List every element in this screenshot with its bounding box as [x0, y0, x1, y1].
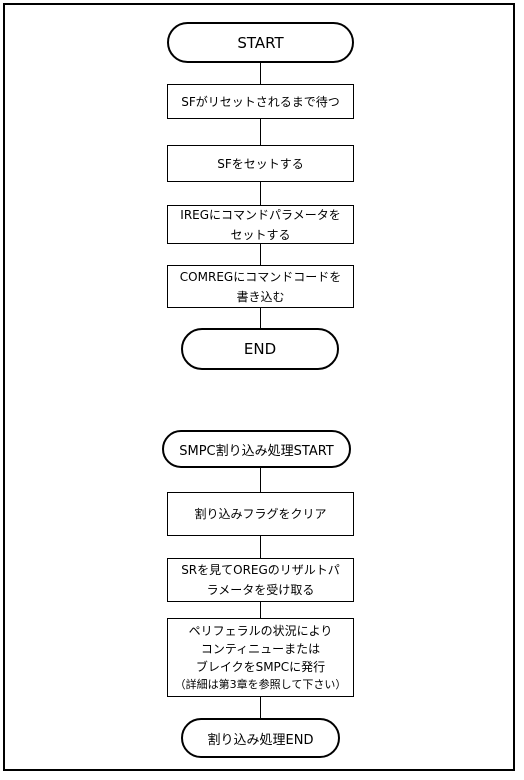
end-label: END — [243, 340, 277, 358]
process-wait-sf-reset-label: SFがリセットされるまで待つ — [181, 94, 340, 109]
connector-f2-4 — [260, 696, 261, 718]
process-issue-line4: （詳細は第3章を参照して下さい） — [174, 677, 347, 691]
process-issue-line1: ペリフェラルの状況により — [188, 623, 333, 638]
process-write-comreg-line1: COMREGにコマンドコードを — [179, 269, 342, 284]
interrupt-end-label: 割り込み処理END — [207, 732, 314, 748]
process-read-oreg-result-line2: ラメータを受け取る — [206, 583, 315, 597]
interrupt-end-terminal: 割り込み処理END — [181, 718, 340, 758]
process-clear-interrupt-flag-label: 割り込みフラグをクリア — [194, 507, 327, 521]
process-issue-continue-break: ペリフェラルの状況により コンティニューまたは ブレイクをSMPCに発行 （詳細… — [167, 618, 354, 697]
diagram-frame — [3, 3, 515, 771]
process-set-sf-label: SFをセットする — [217, 156, 304, 171]
smpc-interrupt-start-label: SMPC割り込み処理START — [179, 443, 334, 459]
process-set-ireg: IREGにコマンドパラメータを セットする — [167, 205, 354, 244]
process-set-sf: SFをセットする — [167, 145, 354, 182]
connector-f1-3 — [260, 181, 261, 205]
process-set-ireg-line1: IREGにコマンドパラメータを — [180, 207, 341, 222]
process-wait-sf-reset: SFがリセットされるまで待つ — [167, 84, 354, 119]
process-write-comreg: COMREGにコマンドコードを 書き込む — [167, 265, 354, 308]
process-set-ireg-line2: セットする — [230, 227, 291, 242]
process-read-oreg-result-line1: SRを見てOREGのリザルトパ — [181, 563, 340, 577]
connector-f1-1 — [260, 62, 261, 84]
connector-f2-1 — [260, 467, 261, 492]
smpc-interrupt-start-terminal: SMPC割り込み処理START — [162, 430, 351, 468]
connector-f2-3 — [260, 601, 261, 618]
process-write-comreg-line2: 書き込む — [236, 289, 285, 304]
connector-f2-2 — [260, 535, 261, 558]
process-read-oreg-result: SRを見てOREGのリザルトパ ラメータを受け取る — [167, 558, 354, 602]
start-label: START — [237, 33, 284, 52]
connector-f1-4 — [260, 243, 261, 265]
process-clear-interrupt-flag: 割り込みフラグをクリア — [167, 492, 354, 536]
start-terminal: START — [167, 22, 354, 63]
end-terminal: END — [181, 328, 339, 370]
process-issue-line2: コンティニューまたは — [200, 641, 321, 656]
connector-f1-5 — [260, 307, 261, 328]
process-issue-line3: ブレイクをSMPCに発行 — [195, 659, 326, 674]
connector-f1-2 — [260, 118, 261, 145]
